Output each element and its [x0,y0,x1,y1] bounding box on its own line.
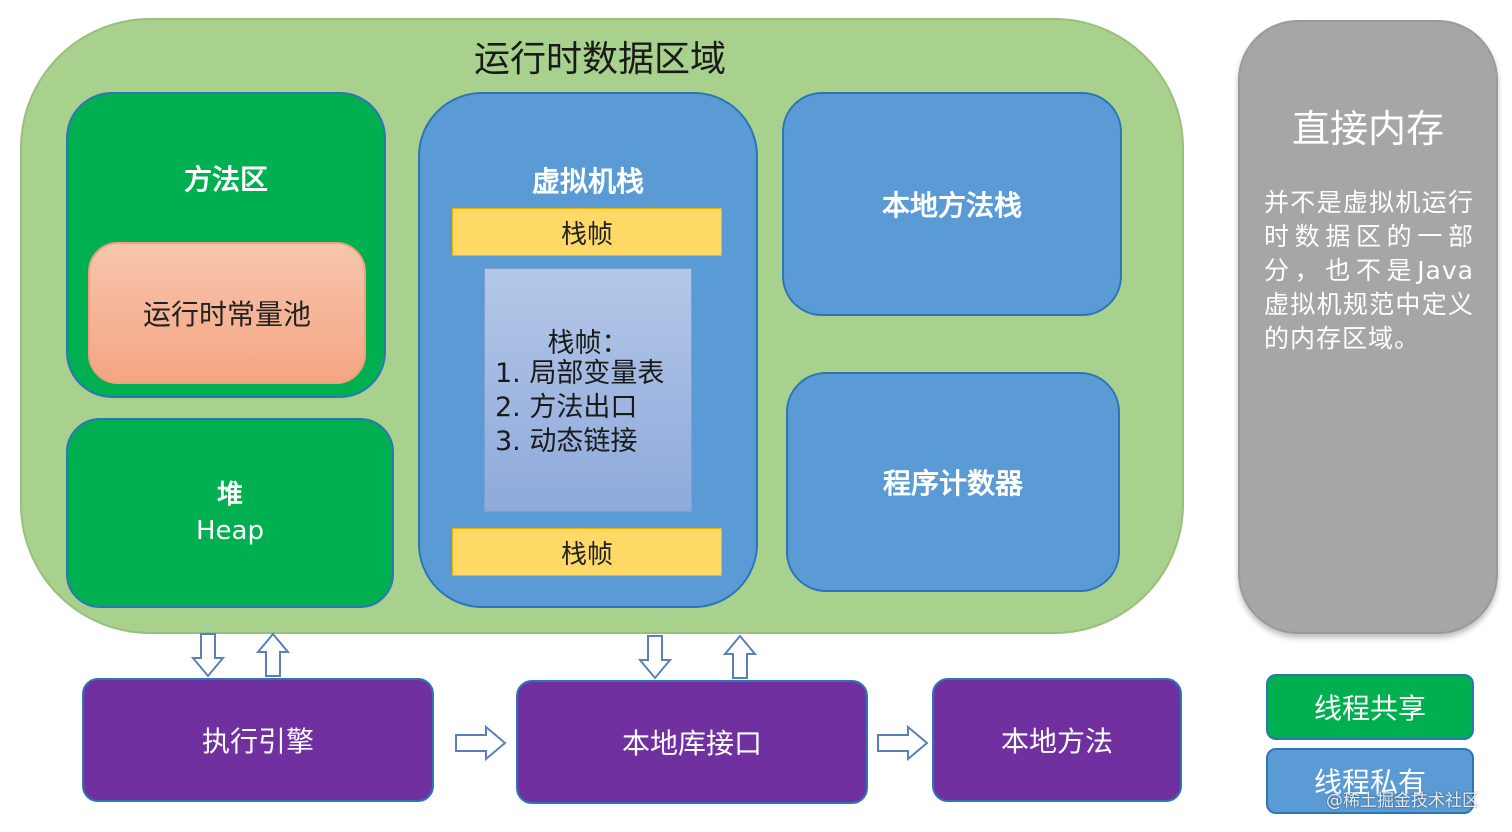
stack-frame-detail-box: 栈帧： 1. 局部变量表 2. 方法出口 3. 动态链接 [484,268,692,512]
runtime-constant-pool-box: 运行时常量池 [88,242,366,384]
heap-label-zh: 堆 [216,480,243,510]
native-interface-box: 本地库接口 [516,680,868,804]
vm-stack-label: 虚拟机栈 [531,165,644,198]
arrow-down-icon [190,633,226,678]
method-area-label: 方法区 [183,163,268,196]
arrow-right-icon [455,724,507,762]
stack-frame-detail-list: 1. 局部变量表 2. 方法出口 3. 动态链接 [495,357,664,459]
stack-frame-item: 2. 方法出口 [495,392,638,423]
direct-memory-description: 并不是虚拟机运行时数据区的一部分，也不是Java虚拟机规范中定义的内存区域。 [1264,188,1474,353]
program-counter-box: 程序计数器 [786,372,1120,592]
arrow-right-icon [877,724,929,762]
arrow-up-icon [255,632,291,677]
stack-frame-top: 栈帧 [452,208,722,256]
watermark: @稀土掘金技术社区 [1326,791,1479,811]
heap-label-en: Heap [196,516,264,546]
native-method-stack-box: 本地方法栈 [782,92,1122,316]
stack-frame-item: 3. 动态链接 [495,426,638,457]
heap-box: 堆 Heap [66,418,394,608]
stack-frame-detail-title: 栈帧： [547,328,629,359]
stack-frame-bottom: 栈帧 [452,528,722,576]
stack-frame-item: 1. 局部变量表 [495,358,665,389]
native-methods-box: 本地方法 [932,678,1182,802]
direct-memory-title: 直接内存 [1291,107,1444,151]
direct-memory-box [1238,20,1498,634]
execution-engine-box: 执行引擎 [82,678,434,802]
runtime-data-area-title: 运行时数据区域 [473,39,726,80]
legend-thread-shared: 线程共享 [1266,674,1474,740]
arrow-up-icon [722,634,758,679]
legend-thread-private: 线程私有 [1266,748,1474,814]
arrow-down-icon [637,635,673,680]
